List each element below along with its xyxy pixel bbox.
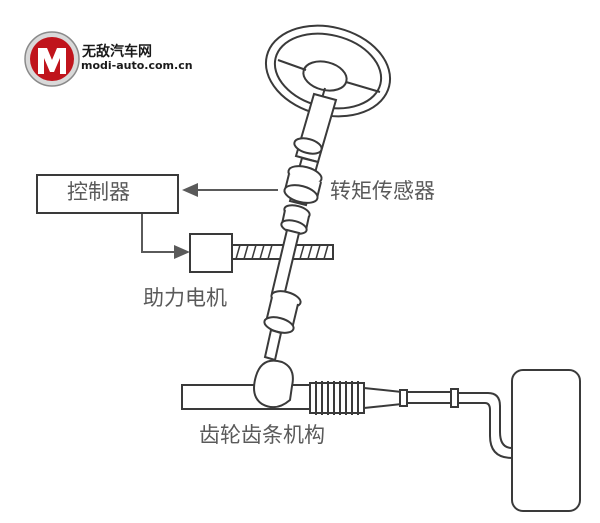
- rack-and-pinion: [181, 359, 408, 415]
- logo-icon: [24, 31, 80, 87]
- logo-title: 无敌汽车网: [82, 44, 152, 60]
- logo-url: modi-auto.com.cn: [81, 59, 193, 72]
- controller-label: 控制器: [67, 180, 130, 204]
- sensor-to-controller-arrow: [182, 183, 278, 197]
- tie-rod: [407, 388, 513, 459]
- torque-sensor: [280, 165, 323, 235]
- assist-motor-label: 助力电机: [143, 286, 227, 310]
- motor-box: [189, 233, 233, 273]
- controller-to-motor-arrow: [141, 214, 190, 259]
- controller-box: [36, 174, 179, 214]
- torque-sensor-label: 转矩传感器: [330, 179, 435, 203]
- rack-and-pinion-label: 齿轮齿条机构: [199, 423, 325, 447]
- lower-column: [263, 228, 302, 362]
- wheel: [511, 369, 581, 512]
